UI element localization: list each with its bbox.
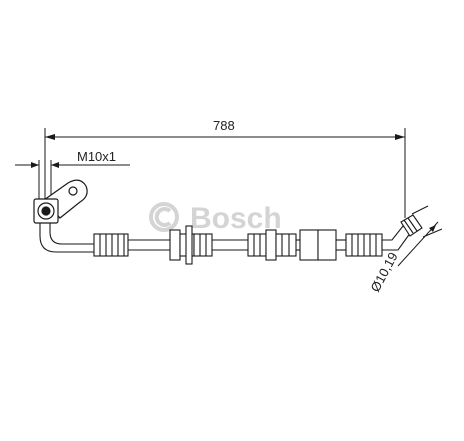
length-dimension xyxy=(44,128,406,218)
hose-body xyxy=(93,225,383,265)
right-fitting xyxy=(381,214,423,251)
bracket-hole xyxy=(68,186,78,196)
copyright-circle xyxy=(149,202,179,232)
sleeve-b xyxy=(247,233,267,257)
copyright-c xyxy=(154,207,172,227)
pipe-elbow-inner xyxy=(49,223,94,245)
nut-rib xyxy=(403,219,414,234)
left-fitting xyxy=(33,179,88,224)
thread-arrow-right xyxy=(51,162,59,168)
nut-ring-inner xyxy=(41,206,51,216)
nut-rib xyxy=(407,217,418,232)
pipe-elbow-outer xyxy=(39,223,94,253)
thread-label: M10x1 xyxy=(77,149,116,164)
grommet-a xyxy=(299,229,319,261)
crimp-sleeve-left xyxy=(93,233,129,257)
arrow-left xyxy=(45,134,55,140)
diameter-dimension xyxy=(397,205,443,267)
thread-dimension xyxy=(15,160,130,200)
dia-arrow xyxy=(429,225,436,232)
length-label: 788 xyxy=(213,118,235,133)
thread-arrow-left xyxy=(31,162,39,168)
grommet-b xyxy=(317,229,337,261)
dia-ext-1 xyxy=(411,205,429,215)
left-pipe xyxy=(39,223,94,253)
arrow-right xyxy=(395,134,405,140)
bracket-collar-right xyxy=(193,233,213,257)
bracket-flange xyxy=(185,225,193,265)
bracket-collar-left xyxy=(169,229,181,261)
sleeve-c xyxy=(275,233,297,257)
flange-b xyxy=(265,229,277,261)
